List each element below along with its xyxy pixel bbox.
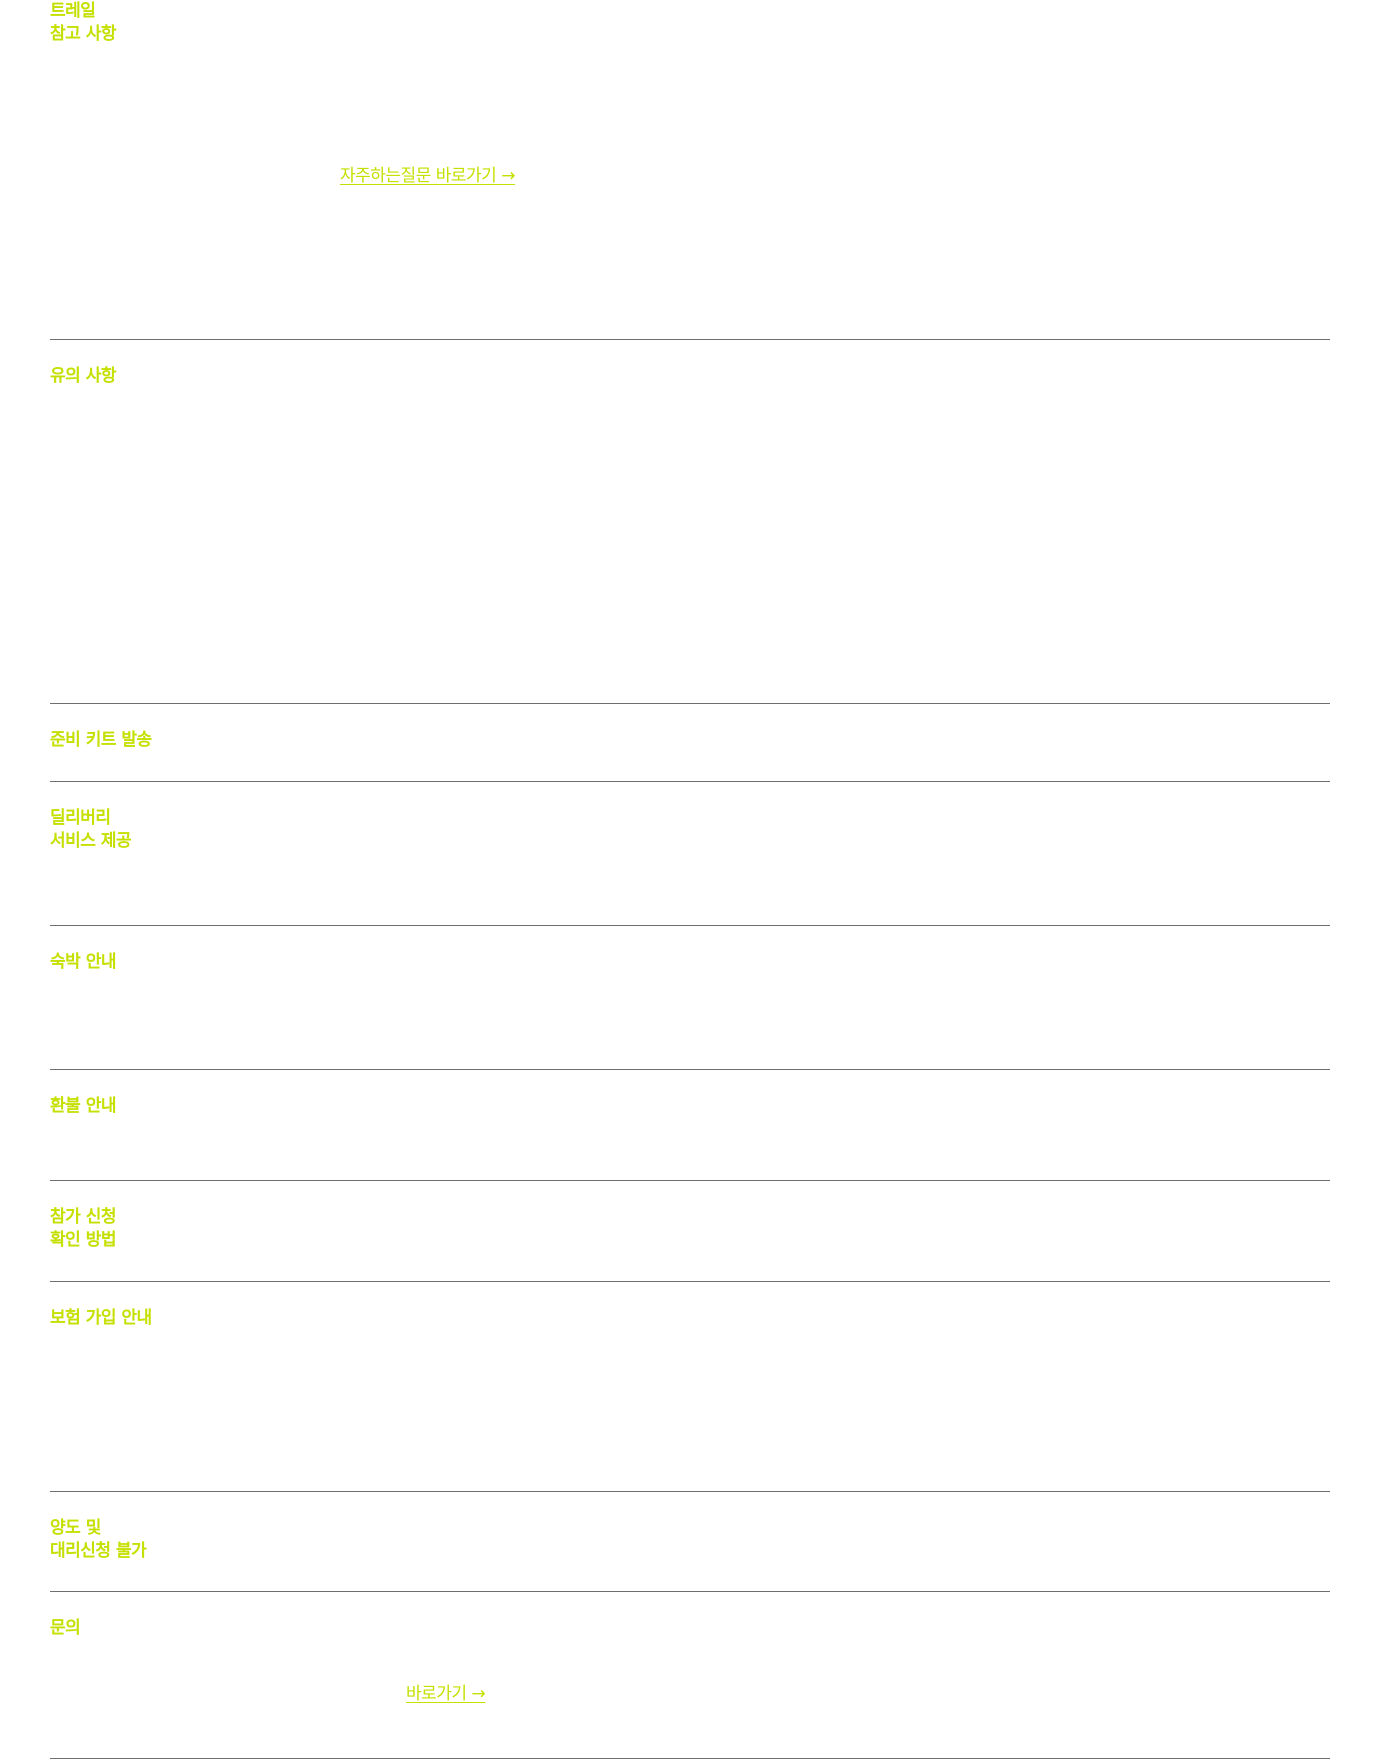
section-title-no-transfer: 양도 및 대리신청 불가 <box>50 1518 147 1561</box>
section-title-cautions: 유의 사항 <box>50 366 116 386</box>
section-refund: 환불 안내 <box>50 1070 1330 1181</box>
section-title-prep-kit: 준비 키트 발송 <box>50 730 152 750</box>
faq-shortcut-link[interactable]: 자주하는질문 바로가기 → <box>340 166 515 186</box>
section-delivery-service: 딜리버리 서비스 제공 <box>50 782 1330 926</box>
notice-page: 트레일 참고 사항 자주하는질문 바로가기 → 유의 사항 준비 키트 발송 딜… <box>50 0 1330 1760</box>
section-title-refund: 환불 안내 <box>50 1096 116 1116</box>
inquiry-shortcut-link[interactable]: 바로가기 → <box>406 1684 486 1704</box>
section-title-insurance: 보험 가입 안내 <box>50 1308 152 1328</box>
section-title-inquiry: 문의 <box>50 1618 81 1638</box>
section-prep-kit: 준비 키트 발송 <box>50 704 1330 782</box>
section-registration-check: 참가 신청 확인 방법 <box>50 1181 1330 1282</box>
section-title-registration-check: 참가 신청 확인 방법 <box>50 1207 116 1250</box>
section-insurance: 보험 가입 안내 <box>50 1282 1330 1492</box>
section-trail-notes: 트레일 참고 사항 자주하는질문 바로가기 → <box>50 0 1330 340</box>
section-accommodation: 숙박 안내 <box>50 926 1330 1070</box>
section-no-transfer: 양도 및 대리신청 불가 <box>50 1492 1330 1592</box>
section-title-delivery-service: 딜리버리 서비스 제공 <box>50 808 132 851</box>
section-cautions: 유의 사항 <box>50 340 1330 704</box>
section-title-accommodation: 숙박 안내 <box>50 952 116 972</box>
section-title-trail-notes: 트레일 참고 사항 <box>50 1 116 44</box>
section-inquiry: 문의 바로가기 → <box>50 1592 1330 1759</box>
